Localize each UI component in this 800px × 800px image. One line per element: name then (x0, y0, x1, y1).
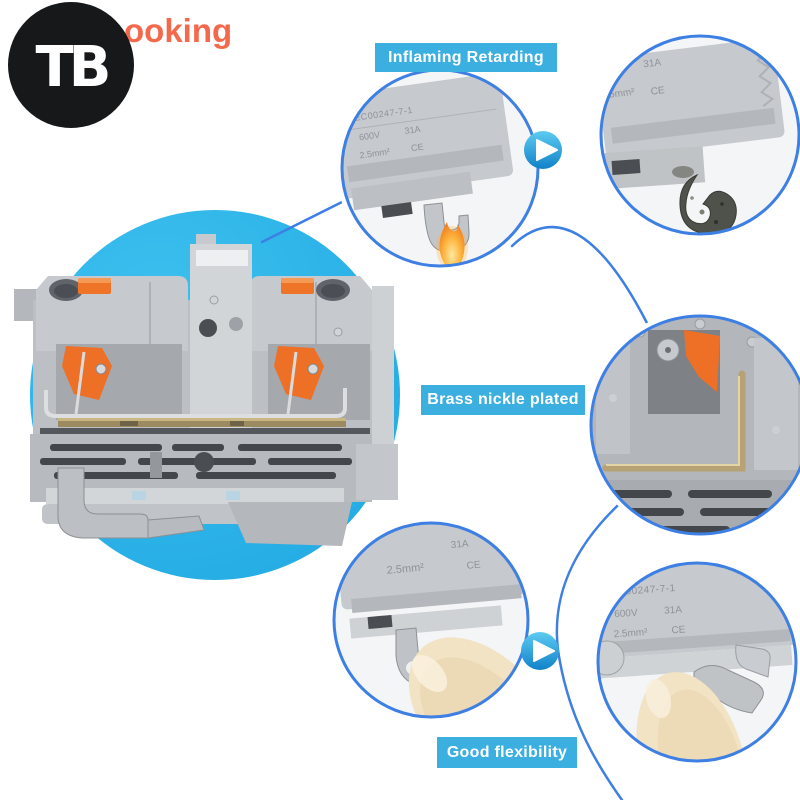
clamp-lever-left (62, 346, 112, 415)
marking-cert: CE (650, 85, 665, 98)
callout-ring (599, 34, 800, 236)
feature-label-brass: Brass nickle plated (421, 385, 585, 415)
center-stud (229, 317, 243, 331)
play-arrow-icon (536, 139, 558, 161)
char-smudge (672, 166, 694, 178)
center-hole (199, 319, 217, 337)
brass-spring-highlight (606, 376, 740, 466)
stud (609, 394, 617, 402)
char-speckle (699, 209, 705, 215)
feature-label-inflaming: Inflaming Retarding (375, 43, 557, 72)
callout-flex-bend: EC00247-7-1 600V 31A 2.5mm² CE (592, 557, 800, 767)
callout-flame-test: EC00247-7-1 600V 31A 2.5mm² CE (336, 64, 544, 272)
char-speckle (720, 202, 724, 206)
clamp-lever-right (274, 346, 324, 415)
center-column (190, 244, 252, 434)
din-rail-hook (57, 467, 205, 539)
wire-hole-right-inner (321, 284, 345, 298)
base-block (30, 434, 372, 504)
center-highlight (196, 250, 248, 266)
brass-spring (602, 370, 746, 472)
marking-cert: CE (410, 142, 424, 154)
monogram-text: TB (36, 35, 108, 100)
marking-wire: 2.5mm² (613, 627, 648, 640)
swoosh-line-top (510, 225, 650, 327)
bottom-wedge (228, 502, 352, 546)
swoosh-line-bottom (555, 484, 642, 800)
char-speckle (714, 220, 718, 224)
tb-monogram: TB (36, 35, 113, 100)
hook-flap (735, 644, 771, 678)
flame-icon (439, 222, 465, 266)
callout-ring (596, 561, 798, 763)
finger (636, 672, 748, 761)
push-button-right (281, 278, 314, 294)
marking-cert: CE (466, 560, 481, 572)
terminal-block-illustration (14, 234, 398, 546)
marking-cert: CE (671, 624, 686, 636)
stud (209, 295, 219, 305)
marking-wire: 2.5mm² (386, 562, 425, 577)
marking-current: 31A (664, 605, 683, 617)
stud (772, 426, 780, 434)
bent-hook-shape (693, 665, 764, 714)
callout-brass-clamp (585, 310, 800, 552)
marking-voltage: 600V (358, 130, 380, 143)
brass-busbar (58, 418, 346, 427)
spring-wire (44, 388, 347, 418)
marking-current: 31A (450, 539, 469, 552)
marking-current: 31A (404, 124, 421, 136)
vent-slot (644, 544, 756, 552)
center-tab (196, 234, 216, 246)
callout-ring (589, 314, 800, 536)
marking-wire: 2.5mm² (359, 146, 391, 160)
push-button-left (78, 278, 111, 294)
callout-ring (332, 521, 530, 719)
brand-logo: TB (8, 2, 134, 128)
orange-lever (684, 330, 720, 392)
play-arrow-button-bottom[interactable] (521, 632, 559, 670)
vent-slot (688, 490, 772, 498)
hinge-pin (665, 347, 671, 353)
burnt-hook-shape (679, 173, 737, 234)
stud (694, 318, 706, 330)
play-arrow-icon (533, 640, 555, 662)
brand-name-text: ooking (124, 12, 233, 49)
feature-label-flexibility: Good flexibility (437, 737, 577, 768)
right-foot (356, 444, 398, 500)
wire-hole-left-inner (54, 284, 78, 298)
gap-line (40, 428, 370, 434)
marking-voltage: 600V (614, 608, 638, 621)
char-speckle (690, 196, 694, 200)
callout-burnt-hook: 31A 2.5mm² CE (595, 30, 800, 240)
vent-slot (700, 508, 776, 516)
right-strip (372, 286, 394, 446)
marking-current: 31A (643, 57, 662, 70)
stud (333, 327, 343, 337)
play-arrow-button-top[interactable] (524, 131, 562, 169)
leader-line-flame (260, 195, 354, 244)
